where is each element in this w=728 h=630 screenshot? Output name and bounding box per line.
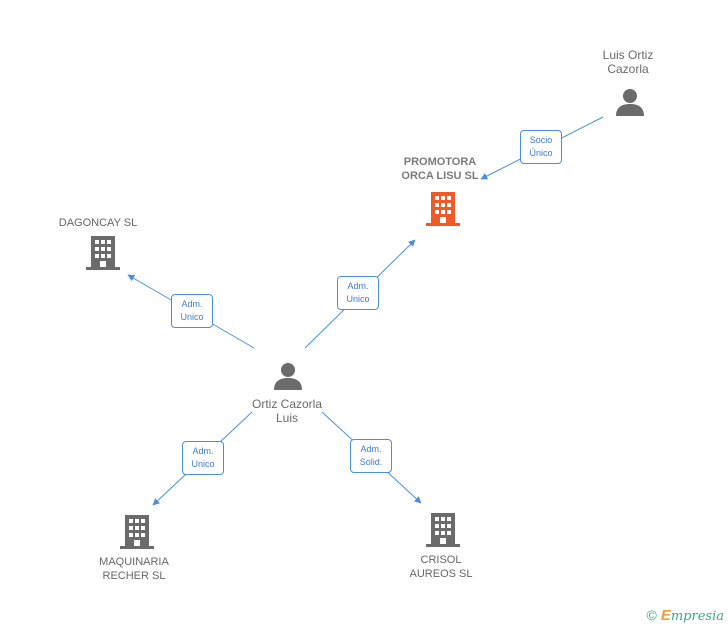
building-icon-main[interactable] bbox=[426, 192, 460, 226]
copyright-icon: © bbox=[646, 607, 657, 623]
edge-label-line2: Solid. bbox=[359, 457, 383, 467]
edge-label-line1: Adm. bbox=[192, 446, 214, 456]
node-label-line2: RECHER SL bbox=[102, 570, 166, 582]
edge-label-line1: Adm. bbox=[360, 444, 382, 454]
node-promotora-label[interactable]: PROMOTORA ORCA LISU SL bbox=[390, 155, 490, 183]
edge-label-line2: Unico bbox=[346, 294, 370, 304]
edge-label-line2: Unico bbox=[180, 312, 204, 322]
edge-label-line2: Unico bbox=[191, 459, 215, 469]
node-label-line2: Cazorla bbox=[607, 62, 649, 76]
node-dagoncay-label[interactable]: DAGONCAY SL bbox=[48, 216, 148, 230]
node-label-line1: PROMOTORA bbox=[403, 156, 477, 168]
node-maquinaria-label[interactable]: MAQUINARIA RECHER SL bbox=[84, 555, 184, 583]
person-icon[interactable] bbox=[615, 88, 645, 116]
edge-label-line1: Socio bbox=[529, 135, 553, 145]
node-label-line1: Ortiz Cazorla bbox=[251, 397, 322, 411]
edge-label-adm-unico-dagoncay[interactable]: Adm. Unico bbox=[171, 294, 213, 328]
edge-label-adm-unico-promotora[interactable]: Adm. Unico bbox=[337, 276, 379, 310]
node-label-line2: Luis bbox=[275, 411, 298, 425]
brand-logo: ©Empresia bbox=[647, 607, 724, 624]
node-luis-ortiz-cazorla-label[interactable]: Luis Ortiz Cazorla bbox=[588, 48, 668, 76]
brand-initial: E bbox=[660, 607, 671, 624]
node-label-line1: MAQUINARIA bbox=[99, 556, 169, 568]
node-label-line2: AUREOS SL bbox=[409, 568, 473, 580]
edge-label-socio-unico[interactable]: Socio Único bbox=[520, 130, 562, 164]
node-label-line1: CRISOL bbox=[420, 554, 462, 566]
node-label-line2: ORCA LISU SL bbox=[401, 170, 479, 182]
edge-label-line1: Adm. bbox=[347, 281, 369, 291]
edge-label-line2: Único bbox=[529, 148, 553, 158]
node-ortiz-cazorla-luis-label[interactable]: Ortiz Cazorla Luis bbox=[236, 397, 338, 425]
building-icon[interactable] bbox=[86, 236, 120, 270]
brand-name: mpresia bbox=[670, 609, 724, 624]
edge-label-adm-solid-crisol[interactable]: Adm. Solid. bbox=[350, 439, 392, 473]
node-label-line1: DAGONCAY SL bbox=[58, 217, 138, 229]
edge-label-line1: Adm. bbox=[181, 299, 203, 309]
edge-label-adm-unico-maquinaria[interactable]: Adm. Unico bbox=[182, 441, 224, 475]
building-icon[interactable] bbox=[120, 515, 154, 549]
node-label-line1: Luis Ortiz bbox=[602, 48, 654, 62]
node-crisol-label[interactable]: CRISOL AUREOS SL bbox=[391, 553, 491, 581]
building-icon[interactable] bbox=[426, 513, 460, 547]
person-icon[interactable] bbox=[273, 362, 303, 390]
